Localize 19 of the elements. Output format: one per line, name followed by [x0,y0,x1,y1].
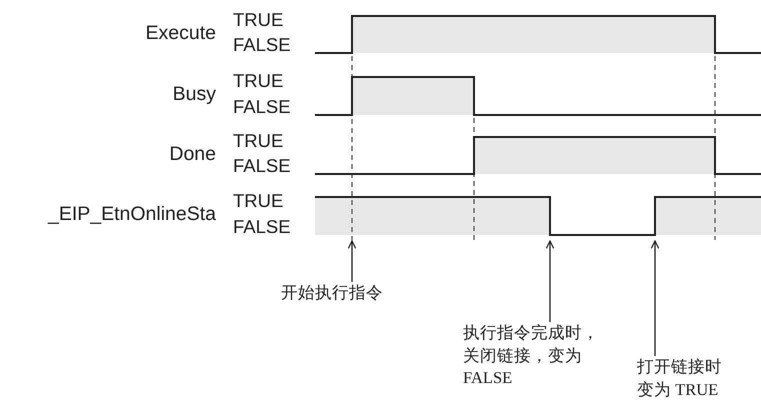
signal-name: Done [169,144,216,164]
leader-arrow [650,240,660,356]
state-label: FALSE [233,218,291,236]
state-label: FALSE [233,98,291,116]
leader-arrow [348,240,356,282]
signal-name: Execute [146,24,216,43]
state-label: TRUE [233,192,284,210]
waveform [315,196,761,236]
annotation-text: 执行指令完成时，关闭链接，变为 FALSE [463,323,599,387]
annotation-text: 开始执行指令 [281,283,383,302]
signal-name: Busy [172,85,216,104]
state-label: FALSE [233,36,291,54]
leader-arrow [546,240,554,322]
state-label: TRUE [233,11,284,30]
state-label: TRUE [233,132,284,150]
state-label: TRUE [233,72,284,90]
state-label: FALSE [233,157,291,176]
signal-name: _EIP_EtnOnlineSta [48,205,216,224]
annotation-text: 打开链接时变为 TRUE [637,357,722,398]
